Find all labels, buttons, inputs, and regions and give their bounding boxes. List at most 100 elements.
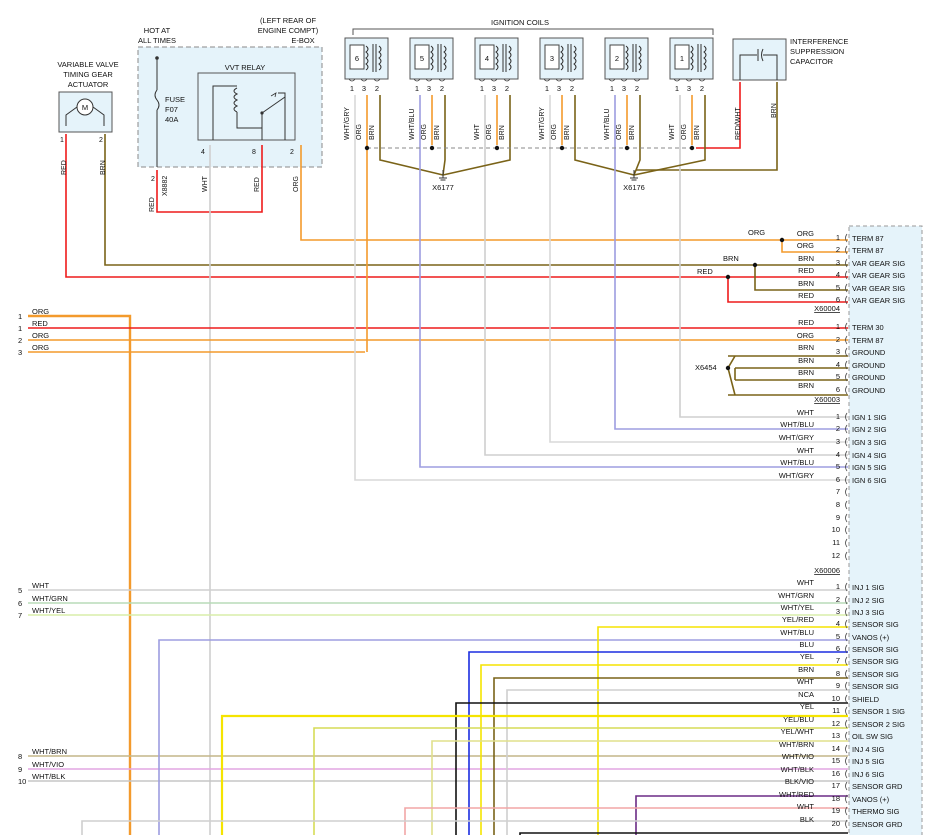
coil-winding-icon xyxy=(690,45,694,71)
pin-terminal-icon xyxy=(685,78,693,82)
pin-terminal-icon xyxy=(673,78,681,82)
pin-terminal-icon xyxy=(845,806,848,816)
pin-terminal-icon xyxy=(555,78,563,82)
left-pin-number: 10 xyxy=(18,777,26,786)
pin-terminal-icon xyxy=(845,582,848,592)
relay-wire xyxy=(212,85,237,140)
splice-dot xyxy=(689,145,695,151)
wire-color-label: WHT xyxy=(797,677,814,686)
vvt-relay-box xyxy=(197,72,296,141)
left-pin-number: 8 xyxy=(18,752,22,761)
ecu-pin-number: 6 xyxy=(836,385,840,394)
wire-color-label: WHT/BLU xyxy=(780,458,814,467)
ecu-signal-label: SHIELD xyxy=(852,695,880,704)
left-pin-number: 5 xyxy=(18,586,22,595)
ecu-pin-number: 4 xyxy=(836,619,840,628)
ecu-signal-label: TERM 87 xyxy=(852,336,884,345)
ecu-signal-label: IGN 2 SIG xyxy=(852,425,887,434)
pin-terminal-icon xyxy=(360,78,368,82)
wire-label: RED xyxy=(149,197,156,212)
pin-terminal-icon xyxy=(845,322,848,332)
coil-primary-icon xyxy=(479,44,495,70)
pin-terminal-icon xyxy=(845,769,848,779)
wire-coil-ground xyxy=(442,95,511,176)
pin-terminal-icon xyxy=(845,437,848,447)
coil-winding-icon xyxy=(638,45,642,71)
wire-color-label: WHT xyxy=(797,578,814,587)
vvt-actuator-title: VARIABLE VALVE xyxy=(57,60,118,69)
wire-ign-signal xyxy=(614,95,848,430)
splice-dot xyxy=(624,145,630,151)
pin-terminal-icon xyxy=(845,619,848,629)
pin-terminal-icon xyxy=(845,295,848,305)
left-pin-number: 1 xyxy=(18,324,22,333)
pin-terminal-icon xyxy=(845,719,848,729)
wire-color-label: RED xyxy=(798,291,814,300)
coil-winding-icon xyxy=(378,45,382,71)
pin-terminal-icon xyxy=(633,78,641,82)
wire-vvt-red xyxy=(65,134,848,278)
pin-terminal-icon xyxy=(845,258,848,268)
wire-color-label: WHT/BLU xyxy=(780,628,814,637)
ecu-signal-label: IGN 3 SIG xyxy=(852,438,887,447)
wire-color-label: WHT/GRY xyxy=(779,471,814,480)
ecu-signal-label: THERMO SIG xyxy=(852,807,900,816)
ecu-module xyxy=(848,225,923,835)
pin-terminal-icon xyxy=(845,412,848,422)
wire-label: RED xyxy=(254,177,261,192)
splice-dot xyxy=(494,145,500,151)
left-wire-label: WHT/BLK xyxy=(32,772,65,781)
capacitor-title: SUPPRESSION xyxy=(790,47,844,56)
ecu-signal-label: GROUND xyxy=(852,373,886,382)
left-wire-label: ORG xyxy=(32,343,49,352)
coil-number: 6 xyxy=(355,54,359,63)
coil-pin-number: 1 xyxy=(610,84,614,93)
wire-sensor-7 xyxy=(480,664,848,835)
coil-wire-label: BRN xyxy=(499,125,506,140)
wire-color-label: WHT xyxy=(797,446,814,455)
pin-terminal-icon xyxy=(478,78,486,82)
wire-sensor2 xyxy=(313,727,848,835)
vvt-actuator: VARIABLE VALVE TIMING GEAR ACTUATOR M 1 … xyxy=(57,60,118,144)
wire-color-label: WHT/RED xyxy=(779,790,815,799)
wire-ign-signal xyxy=(354,95,848,481)
left-wire-label: WHT/VIO xyxy=(32,760,64,769)
ecu-pin-number: 3 xyxy=(836,258,840,267)
capacitor-lead xyxy=(763,54,778,80)
motor-lead xyxy=(65,106,78,126)
connector-label: X60003 xyxy=(814,395,840,404)
coil-wire-label: WHT/BLU xyxy=(409,109,416,141)
wires xyxy=(28,82,848,835)
ecu-pin-number: 12 xyxy=(832,551,840,560)
pin-terminal-icon xyxy=(845,669,848,679)
capacitor-icon xyxy=(761,48,764,62)
wire-gnd-bus xyxy=(727,355,736,396)
ground-label: X6177 xyxy=(432,183,454,192)
coil-pin-number: 2 xyxy=(505,84,509,93)
ecu-pin-number: 5 xyxy=(836,462,840,471)
relay-switch-icon xyxy=(261,96,286,114)
wire-vanos xyxy=(158,639,848,835)
relay-pin-8: 8 xyxy=(252,149,256,156)
wire-color-label: ORG xyxy=(797,331,814,340)
wire-label: WHT xyxy=(202,175,209,192)
pin-terminal-icon xyxy=(845,694,848,704)
coil-wire-label: ORG xyxy=(681,124,688,140)
coil-wire-label: ORG xyxy=(616,124,623,140)
pin-terminal-icon xyxy=(845,335,848,345)
wire-color-label: YEL/BLU xyxy=(783,715,814,724)
coil-winding-icon xyxy=(443,45,447,71)
pin-terminal-icon xyxy=(845,360,848,370)
wire-coil-ground xyxy=(633,95,706,176)
left-wire-label: ORG xyxy=(32,331,49,340)
left-pin-number: 2 xyxy=(18,336,22,345)
pin-terminal-icon xyxy=(845,595,848,605)
pin-terminal-icon xyxy=(845,475,848,485)
wire-color-label: BLU xyxy=(799,640,814,649)
coil-pin-number: 2 xyxy=(440,84,444,93)
coil-pin-number: 3 xyxy=(427,84,431,93)
pin-terminal-icon xyxy=(620,78,628,82)
wire-label: BRN xyxy=(100,160,107,175)
ignition-coils-title: IGNITION COILS xyxy=(491,18,549,27)
ecu-pin-number: 1 xyxy=(836,582,840,591)
